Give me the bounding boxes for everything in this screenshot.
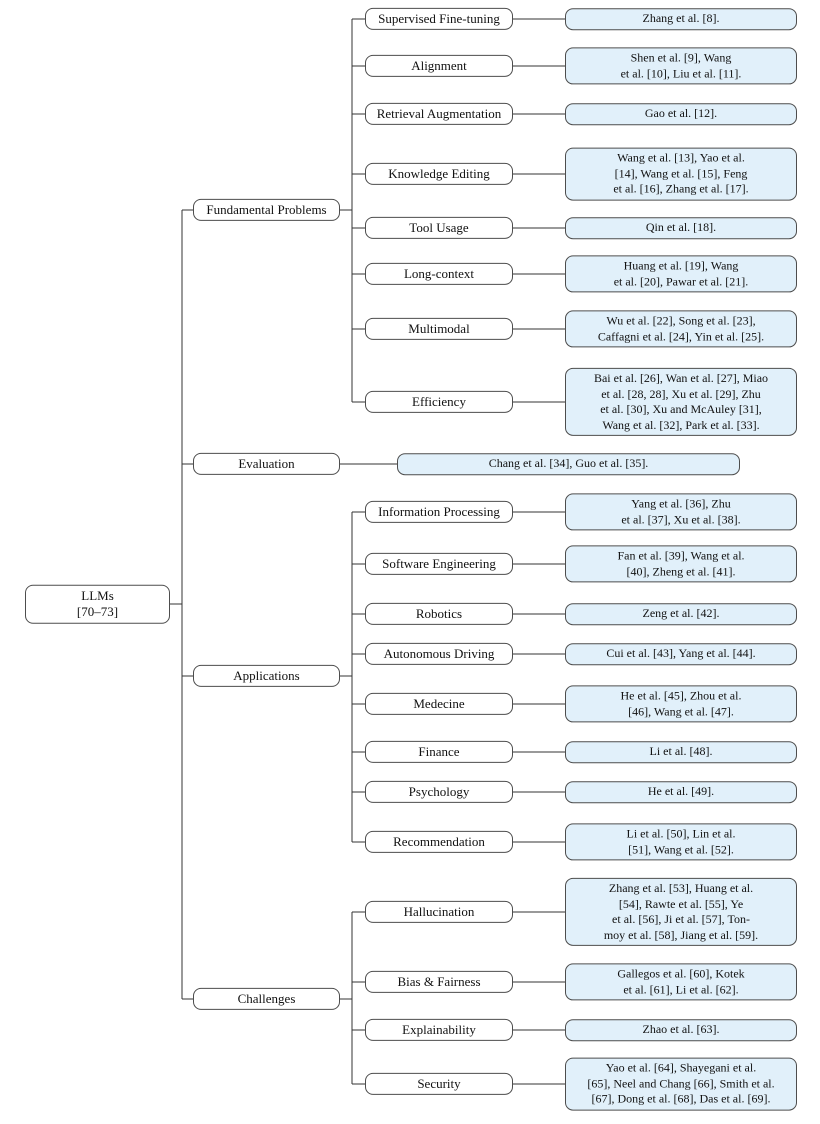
node-autonomous-driving: Autonomous Driving	[365, 642, 513, 666]
refs-medecine: He et al. [45], Zhou et al. [46], Wang e…	[565, 685, 797, 723]
node-tool-usage: Tool Usage	[365, 216, 513, 240]
connector-challenges	[340, 911, 565, 1085]
refs-supervised-fine-tuning: Zhang et al. [8].	[565, 8, 797, 30]
refs-long-context: Huang et al. [19], Wang et al. [20], Paw…	[565, 255, 797, 293]
refs-security: Yao et al. [64], Shayegani et al. [65], …	[565, 1057, 797, 1111]
node-llms: LLMs [70–73]	[25, 584, 170, 624]
connector-fundamental-problems	[340, 18, 565, 403]
node-knowledge-editing: Knowledge Editing	[365, 162, 513, 186]
refs-explainability: Zhao et al. [63].	[565, 1019, 797, 1041]
node-alignment: Alignment	[365, 54, 513, 78]
node-evaluation: Evaluation	[193, 452, 340, 476]
refs-multimodal: Wu et al. [22], Song et al. [23], Caffag…	[565, 310, 797, 348]
refs-hallucination: Zhang et al. [53], Huang et al. [54], Ra…	[565, 877, 797, 947]
refs-psychology: He et al. [49].	[565, 781, 797, 803]
refs-retrieval-augmentation: Gao et al. [12].	[565, 103, 797, 125]
node-efficiency: Efficiency	[365, 390, 513, 414]
node-multimodal: Multimodal	[365, 317, 513, 341]
node-software-engineering: Software Engineering	[365, 552, 513, 576]
node-robotics: Robotics	[365, 602, 513, 626]
connector-applications	[340, 511, 565, 843]
node-explainability: Explainability	[365, 1018, 513, 1042]
refs-knowledge-editing: Wang et al. [13], Yao et al. [14], Wang …	[565, 147, 797, 201]
node-security: Security	[365, 1072, 513, 1096]
refs-efficiency: Bai et al. [26], Wan et al. [27], Miao e…	[565, 367, 797, 437]
node-bias-fairness: Bias & Fairness	[365, 970, 513, 994]
refs-software-engineering: Fan et al. [39], Wang et al. [40], Zheng…	[565, 545, 797, 583]
node-fundamental-problems: Fundamental Problems	[193, 198, 340, 222]
node-finance: Finance	[365, 740, 513, 764]
refs-robotics: Zeng et al. [42].	[565, 603, 797, 625]
refs-information-processing: Yang et al. [36], Zhu et al. [37], Xu et…	[565, 493, 797, 531]
node-long-context: Long-context	[365, 262, 513, 286]
node-recommendation: Recommendation	[365, 830, 513, 854]
node-hallucination: Hallucination	[365, 900, 513, 924]
node-medecine: Medecine	[365, 692, 513, 716]
refs-recommendation: Li et al. [50], Lin et al. [51], Wang et…	[565, 823, 797, 861]
refs-evaluation: Chang et al. [34], Guo et al. [35].	[397, 453, 740, 475]
refs-bias-fairness: Gallegos et al. [60], Kotek et al. [61],…	[565, 963, 797, 1001]
node-applications: Applications	[193, 664, 340, 688]
connector-root	[170, 209, 193, 1000]
refs-alignment: Shen et al. [9], Wang et al. [10], Liu e…	[565, 47, 797, 85]
node-information-processing: Information Processing	[365, 500, 513, 524]
refs-autonomous-driving: Cui et al. [43], Yang et al. [44].	[565, 643, 797, 665]
node-retrieval-augmentation: Retrieval Augmentation	[365, 102, 513, 126]
refs-tool-usage: Qin et al. [18].	[565, 217, 797, 239]
node-challenges: Challenges	[193, 987, 340, 1011]
node-supervised-fine-tuning: Supervised Fine-tuning	[365, 7, 513, 31]
refs-finance: Li et al. [48].	[565, 741, 797, 763]
node-psychology: Psychology	[365, 780, 513, 804]
